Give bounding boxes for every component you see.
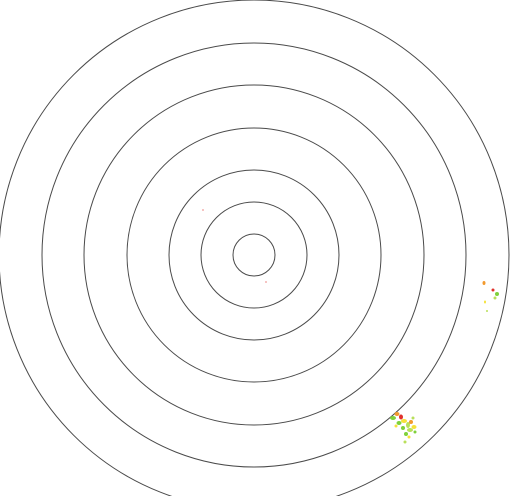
echo-cell-e-6 (486, 310, 488, 312)
range-ring-2 (200, 201, 308, 309)
echo-speck-2 (265, 281, 267, 283)
range-ring-4 (126, 127, 382, 383)
echo-cell-se-8 (411, 425, 417, 429)
echo-cell-se-16 (407, 435, 411, 439)
echo-speck-1 (202, 209, 204, 211)
echo-cell-e-2 (491, 288, 495, 292)
echo-cell-se-7 (409, 420, 413, 424)
precipitation-echoes (202, 209, 499, 444)
echo-cell-se-2 (394, 412, 400, 416)
echo-cell-se-12 (411, 416, 415, 420)
echo-cell-se-4 (401, 419, 407, 423)
echo-cell-se-10 (407, 428, 413, 432)
range-ring-1 (232, 233, 276, 277)
range-ring-6 (41, 42, 467, 468)
echo-cell-se-14 (413, 430, 417, 434)
echo-cell-e-4 (493, 296, 497, 300)
echo-cell-se-6 (406, 422, 410, 428)
echo-cell-se-13 (394, 424, 398, 428)
range-ring-5 (83, 84, 425, 426)
echo-cell-e-5 (484, 300, 486, 304)
echo-cell-e-3 (495, 292, 499, 296)
echo-cell-se-5 (396, 421, 402, 425)
echo-cell-se-9 (401, 426, 405, 430)
echo-cell-se-3 (399, 414, 403, 420)
echo-cell-se-15 (403, 440, 407, 444)
echo-cell-se-11 (404, 432, 408, 436)
echo-cell-se-1 (390, 416, 396, 420)
range-ring-3 (168, 169, 340, 341)
echo-cell-e-1 (482, 281, 486, 285)
